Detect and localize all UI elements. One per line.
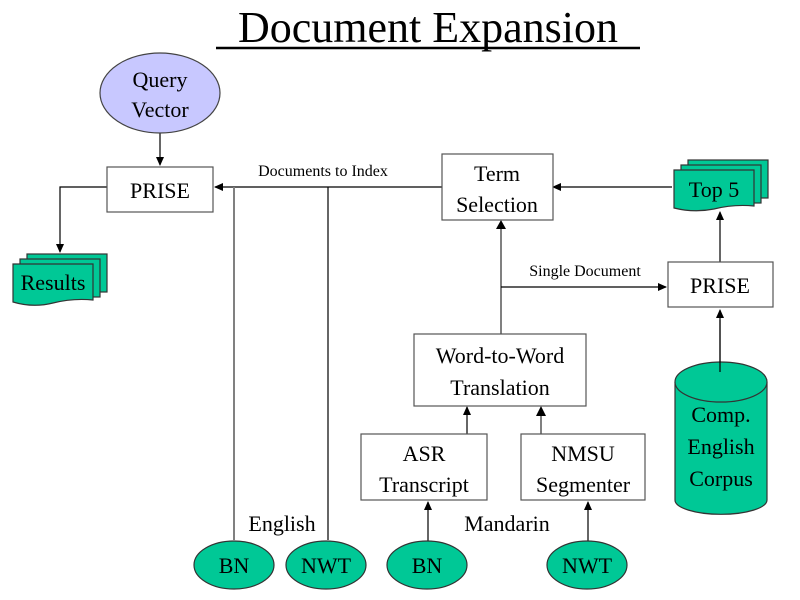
node-term-selection[interactable]: Term Selection [441,153,554,221]
node-nwt-english[interactable]: NWT [285,540,367,590]
node-prise-right[interactable]: PRISE [667,261,774,308]
svg-text:BN: BN [412,553,443,578]
svg-text:Query: Query [133,67,188,92]
node-top5[interactable]: Top 5 [673,159,769,212]
node-bn-mandarin[interactable]: BN [386,540,468,590]
edge-prise-to-results [56,186,107,253]
arrowhead [536,406,546,416]
node-asr-transcript[interactable]: ASR Transcript [360,433,488,501]
node-prise-left[interactable]: PRISE [106,166,214,213]
diagram-title: Document Expansion [238,3,618,52]
svg-text:Word-to-Word: Word-to-Word [436,343,564,368]
svg-text:PRISE: PRISE [130,178,190,203]
svg-text:English: English [687,434,754,459]
svg-text:BN: BN [219,553,250,578]
node-results[interactable]: Results [12,253,108,306]
svg-text:NWT: NWT [301,553,352,578]
node-bn-english[interactable]: BN [193,540,275,590]
svg-text:Corpus: Corpus [689,466,753,491]
label-mandarin: Mandarin [464,511,550,536]
svg-text:Vector: Vector [131,97,189,122]
svg-text:Comp.: Comp. [691,402,750,427]
node-nmsu-segmenter[interactable]: NMSU Segmenter [520,433,646,501]
svg-text:Term: Term [474,161,520,186]
svg-text:Translation: Translation [450,375,549,400]
svg-text:Transcript: Transcript [379,472,469,497]
node-query-vector[interactable]: Query Vector [99,52,221,134]
svg-text:PRISE: PRISE [690,273,750,298]
svg-text:Segmenter: Segmenter [536,472,631,497]
arrowhead [496,220,506,229]
label-documents-to-index: Documents to Index [258,163,388,180]
node-word-to-word-translation[interactable]: Word-to-Word Translation [413,333,587,407]
svg-text:NMSU: NMSU [551,441,615,466]
svg-text:NWT: NWT [562,553,613,578]
svg-text:Selection: Selection [456,192,538,217]
node-nwt-mandarin[interactable]: NWT [546,540,628,590]
label-english: English [248,511,315,536]
label-single-document: Single Document [529,263,641,280]
node-comp-english-corpus[interactable]: Comp. English Corpus [674,320,768,515]
svg-text:Top 5: Top 5 [689,177,739,202]
svg-text:Results: Results [21,270,86,295]
svg-text:ASR: ASR [403,441,446,466]
